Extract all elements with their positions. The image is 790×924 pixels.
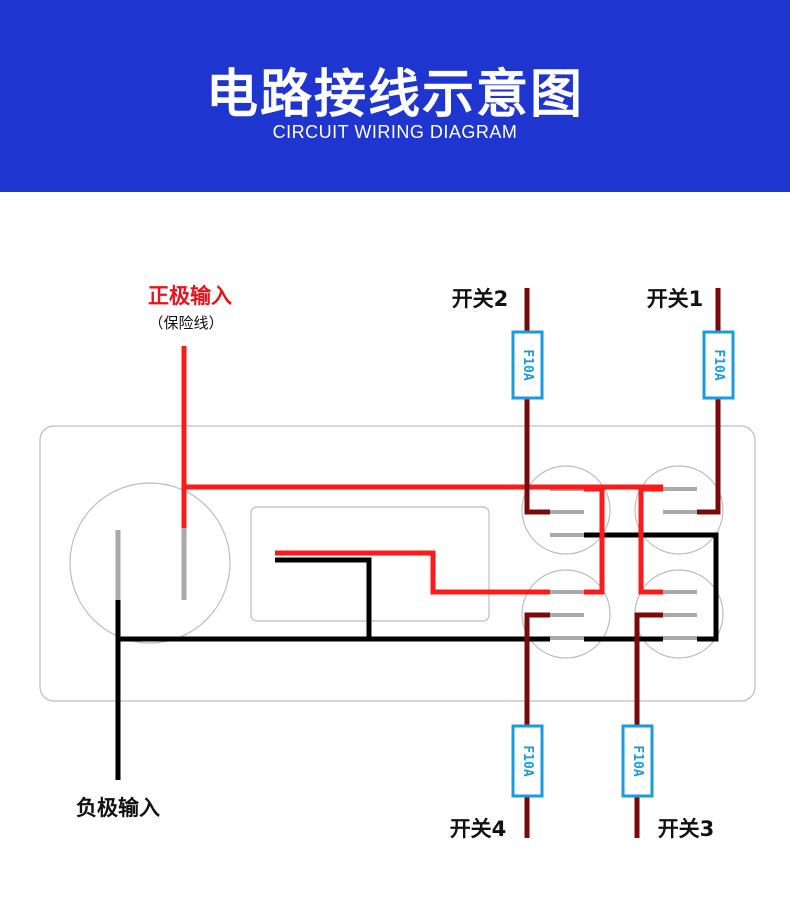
fuse-label-switch1: F10A	[711, 349, 726, 380]
negative-wires	[115, 532, 719, 780]
fuse-label-switch4: F10A	[520, 745, 535, 776]
fuse-label-switch2: F10A	[520, 349, 535, 380]
label-switch3: 开关3	[658, 817, 715, 841]
page-subtitle: CIRCUIT WIRING DIAGRAM	[272, 122, 518, 142]
label-switch2: 开关2	[452, 287, 509, 311]
fuse-label-switch3: F10A	[630, 745, 645, 776]
fuse-switch2: F10A	[511, 330, 544, 400]
fuse-switch3: F10A	[621, 724, 654, 798]
label-switch1: 开关1	[647, 287, 704, 311]
label-positive-note: （保险线）	[148, 314, 223, 332]
label-switch4: 开关4	[450, 817, 507, 841]
fuse-switch4: F10A	[511, 724, 544, 798]
label-negative-input: 负极输入	[76, 796, 160, 820]
power-socket	[69, 482, 231, 644]
positive-wires	[181, 346, 663, 595]
header-banner: 电路接线示意图 CIRCUIT WIRING DIAGRAM	[0, 0, 790, 192]
fuse-switch1: F10A	[702, 330, 735, 400]
page-title: 电路接线示意图	[205, 65, 584, 125]
label-positive-input: 正极输入	[148, 284, 232, 308]
